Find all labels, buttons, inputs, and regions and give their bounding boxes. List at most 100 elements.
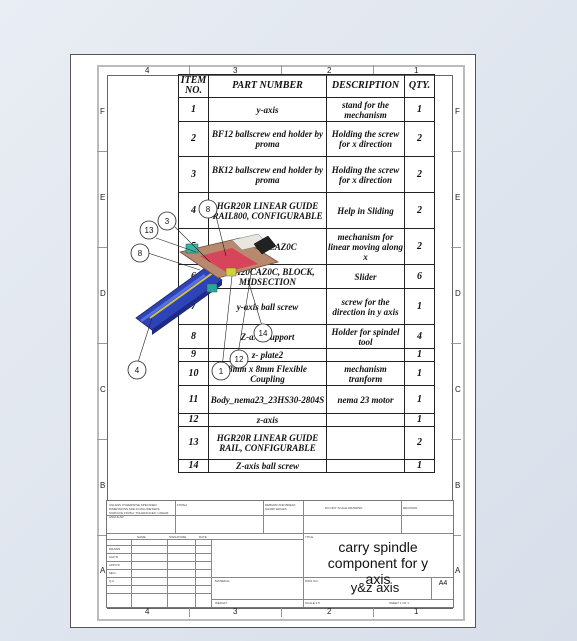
- bom-row: 13 HGR20R LINEAR GUIDE RAIL, CONFIGURABL…: [178, 426, 435, 460]
- do-not-scale-label: DO NOT SCALE DRAWING: [325, 506, 363, 510]
- balloon: 14: [253, 323, 273, 343]
- zone-tick: [97, 343, 107, 344]
- nema23-motor: [253, 235, 277, 255]
- zone-tick: [281, 65, 282, 75]
- coupling: [225, 267, 237, 277]
- zone-col-label-bottom: 3: [233, 607, 238, 616]
- zone-tick: [281, 607, 282, 617]
- drawing-title-line: axis: [365, 571, 391, 587]
- balloon: 13: [139, 220, 159, 240]
- zone-tick: [373, 65, 374, 75]
- unless-note: UNLESS OTHERWISE SPECIFIED: DIMENSIONS A…: [109, 503, 170, 519]
- bom-header-item: ITEM NO.: [178, 74, 209, 98]
- bom-part-number: Body_nema23_23HS30-2804S: [208, 385, 327, 414]
- zone-tick: [97, 439, 107, 440]
- drawing-title-line: carry spindle: [338, 539, 418, 555]
- zone-row-label-right: C: [455, 385, 461, 394]
- zone-tick: [97, 247, 107, 248]
- bom-row: 2 BF12 ballscrew end holder by proma Hol…: [178, 121, 435, 157]
- zone-row-label-right: D: [455, 289, 461, 298]
- assembly-model: [135, 211, 279, 369]
- drawing-title: carry spindle component for y axis: [303, 539, 453, 587]
- zone-tick: [451, 439, 461, 440]
- bom-row: 7 y-axis ball screw screw for the direct…: [178, 288, 435, 325]
- bom-item-no: 2: [178, 121, 209, 157]
- bom-qty: 1: [404, 459, 435, 473]
- balloon: 3: [157, 211, 177, 231]
- balloon-circle: [139, 220, 159, 240]
- bom-row: 12 z-axis 1: [178, 413, 435, 427]
- balloon-circle: [130, 243, 150, 263]
- balloon-label: 8: [206, 205, 211, 214]
- zone-row-label-left: A: [100, 566, 106, 575]
- zone-tick: [97, 535, 107, 536]
- bom-description: mechanism for linear moving along x: [326, 228, 405, 265]
- balloon-circle: [253, 323, 273, 343]
- zone-tick: [189, 607, 190, 617]
- y-axis-ball-screw-line: [149, 271, 215, 319]
- slider-block: [206, 283, 218, 293]
- zone-row-label-left: F: [100, 107, 105, 116]
- zone-tick: [97, 151, 107, 152]
- zone-tick: [451, 247, 461, 248]
- zone-col-label-top: 3: [233, 66, 238, 75]
- sheet-label: SHEET 1 OF 1: [389, 601, 409, 605]
- bom-part-number: BF12 ballscrew end holder by proma: [208, 121, 327, 157]
- bom-description: stand for the mechanism: [326, 97, 405, 122]
- bom-description: Help in Sliding: [326, 192, 405, 229]
- bom-qty: 1: [404, 361, 435, 386]
- balloon-label: 1: [219, 367, 224, 376]
- dwg-no-label: DWG NO.: [305, 579, 319, 583]
- carriage-block: [200, 248, 258, 272]
- balloon-label: 4: [135, 366, 140, 375]
- bom-description: Slider: [326, 264, 405, 289]
- balloon-label: 3: [165, 217, 170, 226]
- balloon: 1: [211, 361, 231, 381]
- balloon-circle: [157, 211, 177, 231]
- bom-row: 14 Z-axis ball screw 1: [178, 459, 435, 473]
- zone-tick: [373, 607, 374, 617]
- deburr-label: DEBURR AND BREAK SHARP EDGES: [265, 503, 296, 511]
- bom-description: Holding the screw for x direction: [326, 156, 405, 193]
- balloon-label: 14: [259, 329, 268, 338]
- revision-label: REVISION: [403, 506, 418, 510]
- zone-col-label-bottom: 2: [327, 607, 332, 616]
- zone-col-label-top: 2: [327, 66, 332, 75]
- zone-col-label-bottom: 4: [145, 607, 150, 616]
- zone-row-label-left: C: [100, 385, 106, 394]
- bom-row: 11 Body_nema23_23HS30-2804S nema 23 moto…: [178, 385, 435, 414]
- bom-part-number: BK12 ballscrew end holder by proma: [208, 156, 327, 193]
- y-axis-base: [135, 267, 223, 331]
- balloon: 12: [229, 349, 249, 369]
- title-block: UNLESS OTHERWISE SPECIFIED: DIMENSIONS A…: [106, 500, 454, 608]
- title-label: TITLE:: [305, 535, 315, 539]
- balloon-label: 8: [138, 249, 143, 258]
- bom-qty: 4: [404, 324, 435, 349]
- bom-part-number: y-axis: [208, 97, 327, 122]
- bom-header-qty: QTY.: [404, 74, 435, 98]
- zone-row-label-right: E: [455, 193, 461, 202]
- zone-tick: [451, 535, 461, 536]
- bom-qty: 1: [404, 385, 435, 414]
- bom-header-row: ITEM NO. PART NUMBER DESCRIPTION QTY.: [178, 74, 435, 98]
- zone-col-label-bottom: 1: [414, 607, 419, 616]
- drawing-number: y&z axis: [350, 580, 400, 595]
- bom-description: mechanism tranform: [326, 361, 405, 386]
- bom-qty: 1: [404, 97, 435, 122]
- mfg-label: MFG: [109, 571, 116, 575]
- bom-description: nema 23 motor: [326, 385, 405, 414]
- zone-row-label-left: D: [100, 289, 106, 298]
- finish-label: FINISH: [177, 503, 187, 507]
- zone-tick: [451, 151, 461, 152]
- base-side: [152, 280, 222, 335]
- balloon-circle: [229, 349, 249, 369]
- zone-row-label-right: A: [455, 566, 461, 575]
- sheet-size: A4: [438, 580, 448, 587]
- date-label: DATE: [199, 535, 207, 539]
- bom-description: Holding the screw for x direction: [326, 121, 405, 157]
- balloon-circle: [198, 199, 218, 219]
- zone-row-label-left: B: [100, 481, 106, 490]
- bom-row: 3 BK12 ballscrew end holder by proma Hol…: [178, 156, 435, 193]
- zone-col-label-top: 1: [414, 66, 419, 75]
